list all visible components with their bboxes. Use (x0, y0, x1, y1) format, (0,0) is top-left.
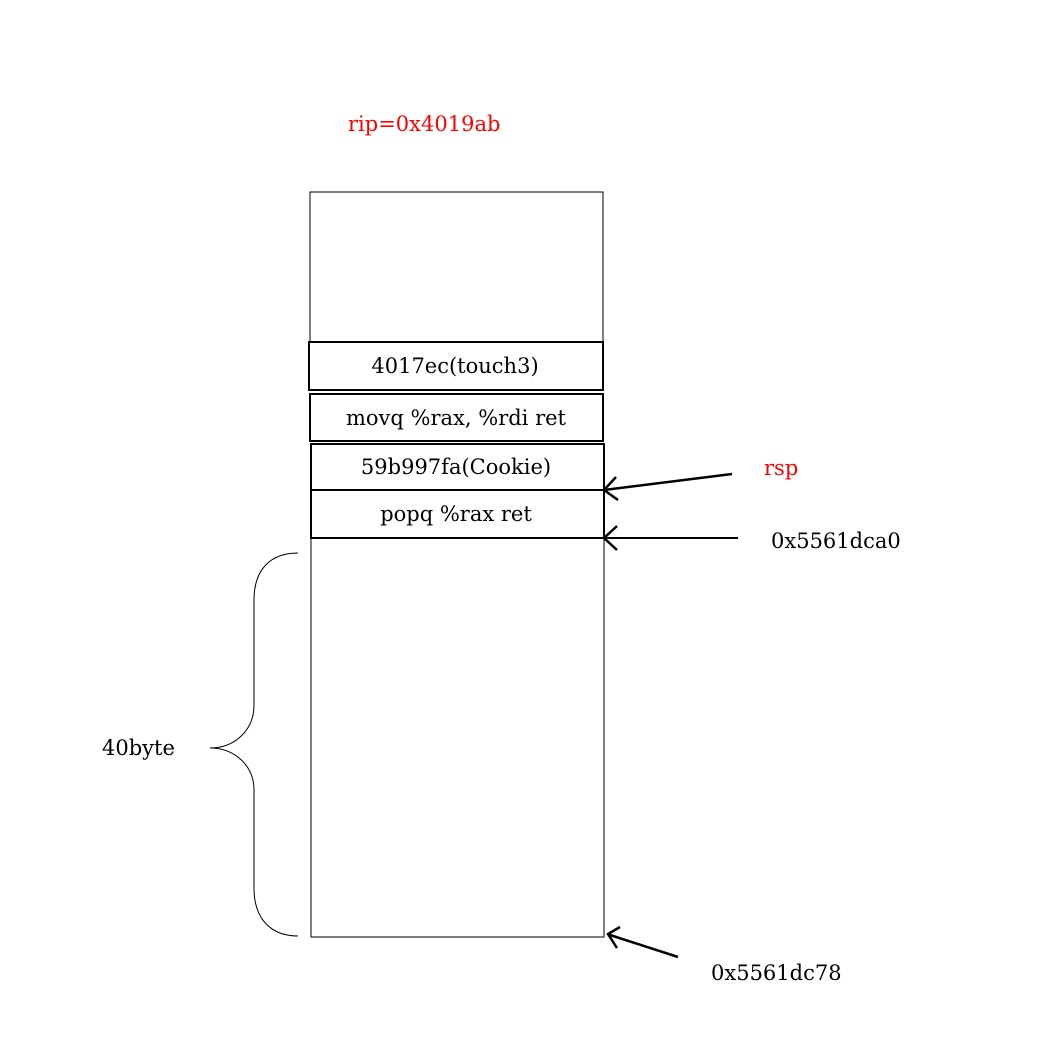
stack-cell-cookie: 59b997fa(Cookie) (310, 443, 605, 491)
addr-top-arrow (602, 525, 738, 551)
addr-top-label: 0x5561dca0 (771, 529, 901, 553)
stack-cell-cookie-text: 59b997fa(Cookie) (361, 455, 551, 479)
stack-top-region (309, 191, 604, 343)
stack-cell-movq-text: movq %rax, %rdi ret (346, 406, 567, 430)
stack-cell-touch3: 4017ec(touch3) (308, 341, 604, 391)
stack-cell-movq: movq %rax, %rdi ret (309, 393, 604, 442)
addr-bottom-arrow (606, 925, 679, 959)
stack-cell-touch3-text: 4017ec(touch3) (371, 354, 538, 378)
buffer-region (310, 537, 605, 938)
rsp-label: rsp (764, 456, 798, 480)
rip-label: rip=0x4019ab (348, 112, 500, 136)
stack-cell-popq-text: popq %rax ret (380, 502, 532, 526)
buffer-brace (209, 552, 299, 937)
buffer-size-label: 40byte (102, 736, 175, 760)
stack-cell-popq: popq %rax ret (310, 489, 605, 539)
addr-bottom-label: 0x5561dc78 (711, 961, 842, 985)
rsp-arrow (602, 472, 733, 502)
